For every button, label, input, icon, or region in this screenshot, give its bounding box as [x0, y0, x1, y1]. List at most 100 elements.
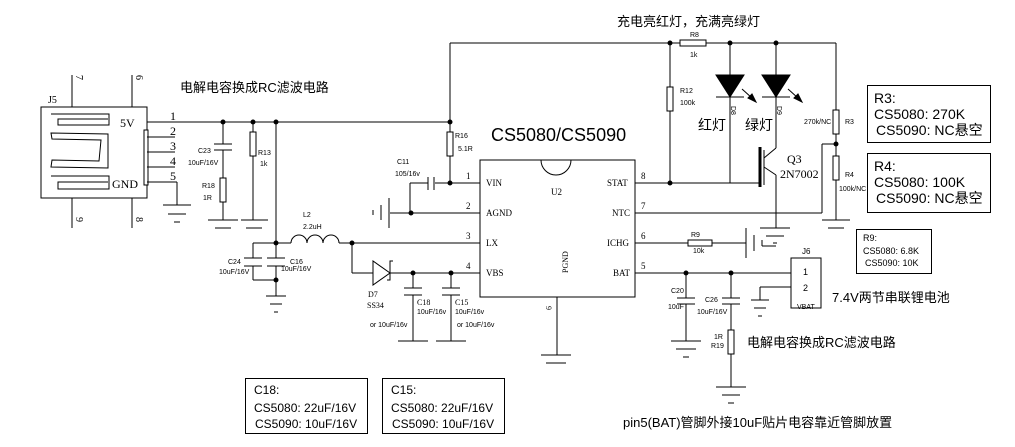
note-r4-line-1: CS5080: 100K	[874, 174, 966, 190]
r19-ref: R19	[711, 343, 724, 350]
note-r9-line-1: CS5080: 6.8K	[863, 246, 920, 256]
note-c15-line-2: CS5090: 10uF/16V	[392, 417, 495, 431]
connector-j6-label: VBAT	[797, 304, 815, 311]
c20-value: 10uF	[668, 304, 684, 311]
note-box-c18: C18: CS5080: 22uF/16V CS5090: 10uF/16V	[245, 378, 368, 434]
pin-num-5: 5	[641, 261, 646, 271]
note-box-r4: R4: CS5080: 100K CS5090: NC悬空	[867, 153, 991, 213]
r12-ref: R12	[680, 88, 693, 95]
c18-ref: C18	[417, 298, 431, 307]
l2-value: 2.2uH	[303, 224, 322, 231]
c23-value: 10uF/16V	[188, 160, 219, 167]
rc-filter-note-bottom: 电解电容换成RC滤波电路	[747, 335, 896, 350]
pin-num-6: 6	[641, 231, 646, 241]
c24-ref: C24	[228, 259, 241, 266]
r3-ref: R3	[845, 119, 854, 126]
connector-j5-mount-6: 6	[133, 75, 144, 80]
c15-alt-value: or 10uF/16v	[457, 322, 495, 329]
pin-name-vbs: VBS	[486, 268, 504, 278]
r3-value: 270k/NC	[804, 119, 832, 126]
r16-ref: R16	[455, 133, 468, 140]
pin-num-7: 7	[641, 201, 646, 211]
c16-value: 10uF/16V	[281, 266, 312, 273]
connector-j6-pin-2: 2	[803, 283, 809, 293]
r18-value: 1R	[203, 195, 212, 202]
note-box-r3: R3: CS5080: 270K CS5090: NC悬空	[867, 85, 991, 143]
d7-value: SS34	[367, 301, 384, 310]
bat-pin-capacitor-note: pin5(BAT)管脚外接10uF贴片电容靠近管脚放置	[623, 415, 893, 430]
pin-name-agnd: AGND	[486, 208, 512, 218]
connector-j5-mount-9: 9	[73, 217, 84, 222]
r19-value: 1R	[714, 334, 723, 341]
pin-name-lx: LX	[486, 238, 498, 248]
note-c15-line-1: CS5080: 22uF/16V	[391, 401, 494, 415]
c18-alt-value: or 10uF/16v	[370, 322, 408, 329]
note-r3-title: R3:	[874, 90, 896, 106]
q3-value: 2N7002	[780, 167, 819, 181]
note-r4-title: R4:	[874, 158, 896, 174]
note-r9-title: R9:	[863, 233, 878, 243]
note-r3-line-1: CS5080: 270K	[874, 106, 966, 122]
c15-value: 10uF/16v	[455, 309, 485, 316]
note-c18-line-1: CS5080: 22uF/16V	[254, 401, 357, 415]
c26-value: 10uF/16V	[697, 309, 728, 316]
pin-num-9: 9	[544, 306, 553, 310]
c26-ref: C26	[705, 297, 718, 304]
r8-ref: R8	[690, 32, 699, 39]
note-box-r9: R9: CS5080: 6.8K CS5090: 10K	[856, 229, 932, 274]
battery-note: 7.4V两节串联锂电池	[832, 290, 950, 305]
ic-ref-u2: U2	[551, 187, 562, 197]
connector-j6-ref: J6	[802, 247, 811, 256]
pin-num-4: 4	[466, 261, 471, 271]
pin-num-8: 8	[641, 171, 646, 181]
c15-ref: C15	[455, 298, 469, 307]
pin-name-ntc: NTC	[612, 208, 630, 218]
c23-ref: C23	[198, 148, 211, 155]
ic-part-title: CS5080/CS5090	[491, 125, 627, 145]
note-r3-line-2: CS5090: NC悬空	[876, 122, 983, 138]
led-behaviour-note: 充电亮红灯，充满亮绿灯	[617, 14, 761, 29]
pin-name-bat: BAT	[613, 268, 631, 278]
connector-j5-5v-label: 5V	[120, 116, 135, 130]
r13-value: 1k	[260, 161, 268, 168]
note-box-c15: C15: CS5080: 22uF/16V CS5090: 10uF/16V	[382, 378, 505, 434]
pin-name-ichg: ICHG	[607, 238, 629, 248]
c18-value: 10uF/16v	[417, 309, 447, 316]
c24-value: 10uF/16V	[219, 269, 250, 276]
d9-ref: D9	[775, 106, 782, 115]
d7-ref: D7	[368, 290, 378, 299]
connector-j5-pin-4: 4	[170, 154, 176, 168]
r18-ref: R18	[202, 183, 215, 190]
pin-name-vin: VIN	[486, 178, 502, 188]
connector-j5-mount-7: 7	[73, 75, 84, 80]
r9-ref: R9	[691, 232, 700, 239]
red-led-label: 红灯	[698, 117, 726, 133]
pin-num-3: 3	[466, 231, 471, 241]
r8-value: 1k	[690, 52, 698, 59]
r4-ref: R4	[845, 172, 854, 179]
connector-j5-pin-2: 2	[170, 124, 176, 138]
l2-ref: L2	[303, 212, 311, 219]
r9-value: 10k	[693, 248, 705, 255]
note-r4-line-2: CS5090: NC悬空	[876, 190, 983, 206]
green-led-label: 绿灯	[745, 117, 773, 133]
note-c15-title: C15:	[391, 383, 417, 397]
usb-connector-j5-symbol	[40, 75, 191, 228]
connector-j5-pin-5: 5	[170, 169, 176, 183]
pin-num-2: 2	[466, 201, 471, 211]
r16-value: 5.1R	[458, 146, 473, 153]
r12-value: 100k	[680, 100, 696, 107]
c11-value: 105/16v	[395, 171, 420, 178]
rc-filter-note-top: 电解电容换成RC滤波电路	[180, 80, 329, 95]
r4-value: 100k/NC	[839, 186, 867, 193]
note-c18-title: C18:	[254, 383, 280, 397]
connector-j6-pin-1: 1	[803, 267, 809, 277]
pin-num-1: 1	[466, 171, 471, 181]
d8-ref: D8	[729, 106, 736, 115]
c16-ref: C16	[290, 259, 303, 266]
pin-name-pgnd: PGND	[561, 251, 570, 273]
connector-j5-gnd-label: GND	[112, 177, 138, 191]
connector-j5-mount-8: 8	[133, 217, 144, 222]
c20-ref: C20	[671, 288, 684, 295]
